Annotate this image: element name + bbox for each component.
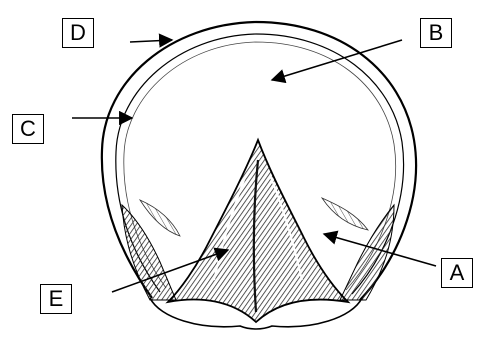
label-c: C <box>12 114 44 144</box>
label-a: A <box>441 258 473 288</box>
left-heel-shade <box>140 200 180 236</box>
arrow-d <box>130 40 172 42</box>
right-heel-shade <box>322 198 368 230</box>
label-b: B <box>420 18 452 48</box>
label-d: D <box>62 18 94 48</box>
label-e: E <box>40 284 72 314</box>
